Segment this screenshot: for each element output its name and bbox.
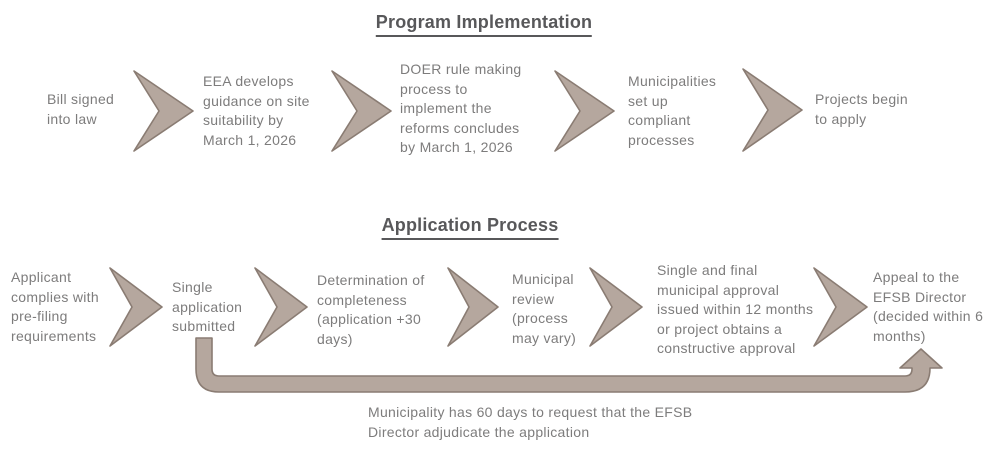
chevron-right-icon <box>331 70 392 152</box>
chevron-right-icon <box>813 267 868 347</box>
step-municipalities-processes: Municipalities set up compliant processe… <box>628 73 717 148</box>
step-final-municipal-approval: Single and final municipal approval issu… <box>657 262 814 356</box>
chevron-right-icon <box>109 267 163 347</box>
section-title-application-process: Application Process <box>381 215 559 240</box>
step-determination-completeness: Determination of completeness (applicati… <box>317 272 425 347</box>
step-appeal-efsb-director: Appeal to the EFSB Director (decided wit… <box>873 269 984 344</box>
chevron-right-icon <box>133 70 194 152</box>
step-projects-apply: Projects begin to apply <box>815 91 908 127</box>
chevron-right-icon <box>589 267 643 347</box>
chevron-right-icon <box>447 267 499 347</box>
chevron-right-icon <box>742 68 803 152</box>
step-applicant-prefiling: Applicant complies with pre-filing requi… <box>11 269 99 344</box>
step-doer-rulemaking: DOER rule making process to implement th… <box>400 61 522 155</box>
step-single-application: Single application submitted <box>172 279 243 334</box>
section-title-program-implementation: Program Implementation <box>375 12 593 37</box>
loop-annotation: Municipality has 60 days to request that… <box>368 404 693 440</box>
chevron-right-icon <box>554 70 615 152</box>
step-bill-signed: Bill signed into law <box>47 91 115 127</box>
step-eea-guidance: EEA develops guidance on site suitabilit… <box>203 73 310 148</box>
chevron-right-icon <box>254 267 308 347</box>
